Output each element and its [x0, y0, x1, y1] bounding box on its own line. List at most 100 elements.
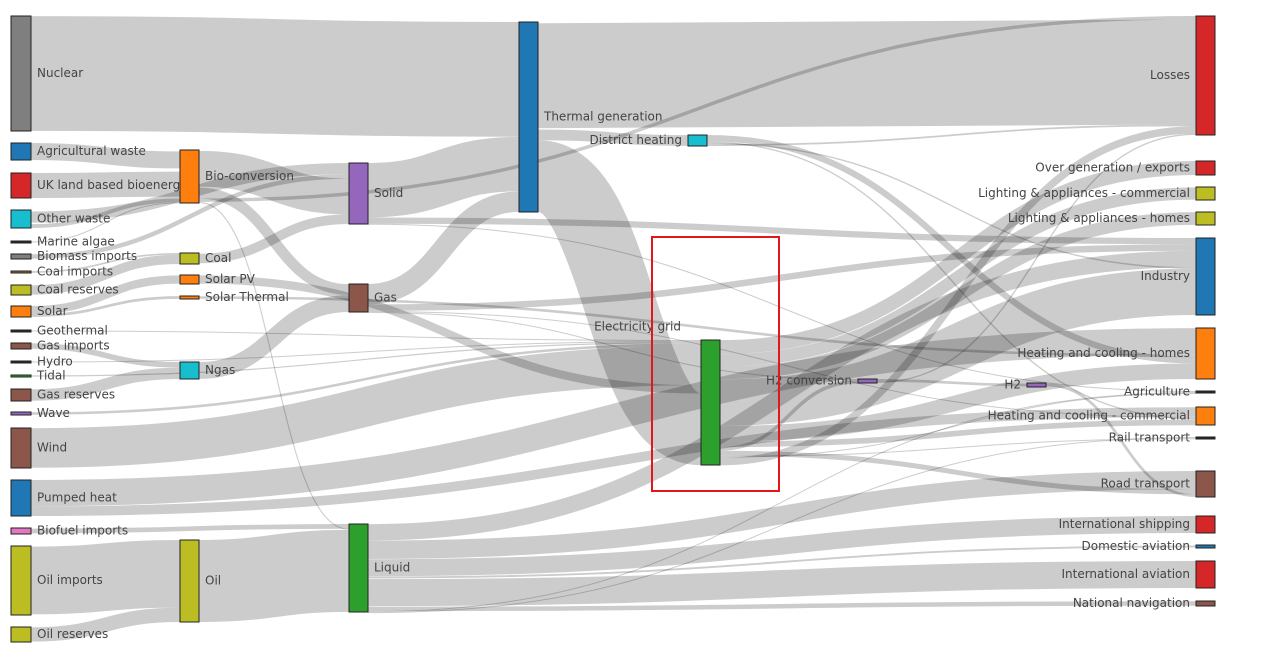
node-bar-tidal[interactable]: [10, 374, 32, 378]
node-international-shipping[interactable]: International shipping: [1059, 515, 1216, 534]
node-coal-imports[interactable]: Coal imports: [10, 265, 113, 279]
node-industry[interactable]: Industry: [1141, 237, 1216, 316]
node-bar-thermal-generation[interactable]: [518, 21, 539, 213]
link-oil-to-liquid: [198, 529, 350, 622]
node-bar-gas-imports[interactable]: [10, 342, 32, 350]
node-bar-h2-conversion[interactable]: [857, 378, 878, 384]
node-bar-oil-imports[interactable]: [10, 545, 32, 616]
node-bar-hydro[interactable]: [10, 360, 32, 364]
node-losses[interactable]: Losses: [1150, 15, 1216, 136]
node-bar-lighting-appliances-homes[interactable]: [1195, 211, 1216, 226]
node-coal-reserves[interactable]: Coal reserves: [10, 283, 119, 297]
node-agriculture[interactable]: Agriculture: [1124, 385, 1216, 399]
node-oil-reserves[interactable]: Oil reserves: [10, 626, 108, 643]
node-bar-biofuel-imports[interactable]: [10, 527, 32, 535]
node-bar-electricity-grid[interactable]: [700, 339, 721, 466]
node-rail-transport[interactable]: Rail transport: [1109, 431, 1216, 445]
node-bar-pumped-heat[interactable]: [10, 479, 32, 517]
node-ngas[interactable]: Ngas: [179, 361, 235, 380]
node-coal[interactable]: Coal: [179, 251, 231, 265]
node-bar-ngas[interactable]: [179, 361, 200, 380]
node-uk-land-based-bioenergy[interactable]: UK land based bioenergy: [10, 172, 187, 199]
node-bar-heating-cooling-homes[interactable]: [1195, 327, 1216, 380]
node-road-transport[interactable]: Road transport: [1101, 470, 1216, 498]
node-label-electricity-grid: Electricity grid: [594, 320, 681, 334]
node-bar-industry[interactable]: [1195, 237, 1216, 316]
node-bar-heating-cooling-commercial[interactable]: [1195, 406, 1216, 426]
node-bar-solar-pv[interactable]: [179, 274, 200, 285]
node-domestic-aviation[interactable]: Domestic aviation: [1082, 539, 1216, 553]
node-bio-conversion[interactable]: Bio-conversion: [179, 149, 294, 204]
node-district-heating[interactable]: District heating: [589, 133, 708, 147]
node-label-rail-transport: Rail transport: [1109, 431, 1191, 445]
node-hydro[interactable]: Hydro: [10, 355, 73, 369]
node-oil[interactable]: Oil: [179, 539, 221, 623]
node-bar-coal-imports[interactable]: [10, 270, 32, 274]
node-bar-gas[interactable]: [348, 283, 369, 313]
node-bar-losses[interactable]: [1195, 15, 1216, 136]
node-other-waste[interactable]: Other waste: [10, 209, 110, 229]
node-geothermal[interactable]: Geothermal: [10, 324, 108, 338]
node-thermal-generation[interactable]: Thermal generation: [518, 21, 663, 213]
node-wave[interactable]: Wave: [10, 406, 70, 420]
node-bar-bio-conversion[interactable]: [179, 149, 200, 204]
node-wind[interactable]: Wind: [10, 427, 67, 469]
link-liquid-to-national-navigation: [367, 601, 1197, 612]
node-bar-over-generation-exports[interactable]: [1195, 160, 1216, 176]
node-electricity-grid[interactable]: Electricity grid: [594, 320, 721, 466]
node-bar-lighting-appliances-commercial[interactable]: [1195, 186, 1216, 201]
node-bar-liquid[interactable]: [348, 523, 369, 613]
node-bar-h2[interactable]: [1026, 382, 1047, 388]
node-bar-marine-algae[interactable]: [10, 240, 32, 244]
node-solar-thermal[interactable]: Solar Thermal: [179, 290, 289, 304]
node-solar-pv[interactable]: Solar PV: [179, 272, 256, 286]
node-bar-district-heating[interactable]: [687, 134, 708, 147]
node-gas[interactable]: Gas: [348, 283, 397, 313]
node-bar-solar[interactable]: [10, 305, 32, 318]
node-tidal[interactable]: Tidal: [10, 369, 66, 383]
node-solid[interactable]: Solid: [348, 162, 403, 225]
node-h2[interactable]: H2: [1004, 378, 1047, 392]
node-bar-other-waste[interactable]: [10, 209, 32, 229]
node-heating-cooling-commercial[interactable]: Heating and cooling - commercial: [988, 406, 1216, 426]
node-bar-oil[interactable]: [179, 539, 200, 623]
node-marine-algae[interactable]: Marine algae: [10, 235, 115, 249]
node-bar-gas-reserves[interactable]: [10, 388, 32, 402]
node-bar-wave[interactable]: [10, 411, 32, 416]
node-bar-oil-reserves[interactable]: [10, 626, 32, 643]
node-bar-national-navigation[interactable]: [1195, 600, 1216, 607]
node-bar-domestic-aviation[interactable]: [1195, 544, 1216, 549]
node-bar-agriculture[interactable]: [1195, 390, 1216, 394]
node-biomass-imports[interactable]: Biomass imports: [10, 249, 137, 263]
node-bar-nuclear[interactable]: [10, 15, 32, 132]
node-bar-coal[interactable]: [179, 252, 200, 265]
node-bar-agricultural-waste[interactable]: [10, 142, 32, 161]
node-bar-international-shipping[interactable]: [1195, 515, 1216, 534]
node-bar-solar-thermal[interactable]: [179, 295, 200, 300]
node-solar[interactable]: Solar: [10, 304, 68, 318]
node-bar-uk-land-based-bioenergy[interactable]: [10, 172, 32, 199]
node-bar-wind[interactable]: [10, 427, 32, 469]
node-lighting-appliances-homes[interactable]: Lighting & appliances - homes: [1008, 211, 1216, 226]
node-national-navigation[interactable]: National navigation: [1073, 596, 1216, 610]
node-gas-imports[interactable]: Gas imports: [10, 339, 110, 353]
node-bar-international-aviation[interactable]: [1195, 560, 1216, 589]
node-liquid[interactable]: Liquid: [348, 523, 410, 613]
node-agricultural-waste[interactable]: Agricultural waste: [10, 142, 146, 161]
node-bar-coal-reserves[interactable]: [10, 284, 32, 296]
node-bar-rail-transport[interactable]: [1195, 436, 1216, 440]
node-biofuel-imports[interactable]: Biofuel imports: [10, 524, 128, 538]
node-h2-conversion[interactable]: H2 conversion: [766, 374, 878, 388]
node-bar-biomass-imports[interactable]: [10, 253, 32, 260]
node-oil-imports[interactable]: Oil imports: [10, 545, 103, 616]
node-nuclear[interactable]: Nuclear: [10, 15, 83, 132]
node-pumped-heat[interactable]: Pumped heat: [10, 479, 117, 517]
node-heating-cooling-homes[interactable]: Heating and cooling - homes: [1017, 327, 1216, 380]
node-bar-geothermal[interactable]: [10, 329, 32, 333]
node-gas-reserves[interactable]: Gas reserves: [10, 388, 115, 402]
node-lighting-appliances-commercial[interactable]: Lighting & appliances - commercial: [978, 186, 1216, 201]
node-bar-road-transport[interactable]: [1195, 470, 1216, 498]
node-over-generation-exports[interactable]: Over generation / exports: [1035, 160, 1216, 176]
node-international-aviation[interactable]: International aviation: [1061, 560, 1216, 589]
node-bar-solid[interactable]: [348, 162, 369, 225]
